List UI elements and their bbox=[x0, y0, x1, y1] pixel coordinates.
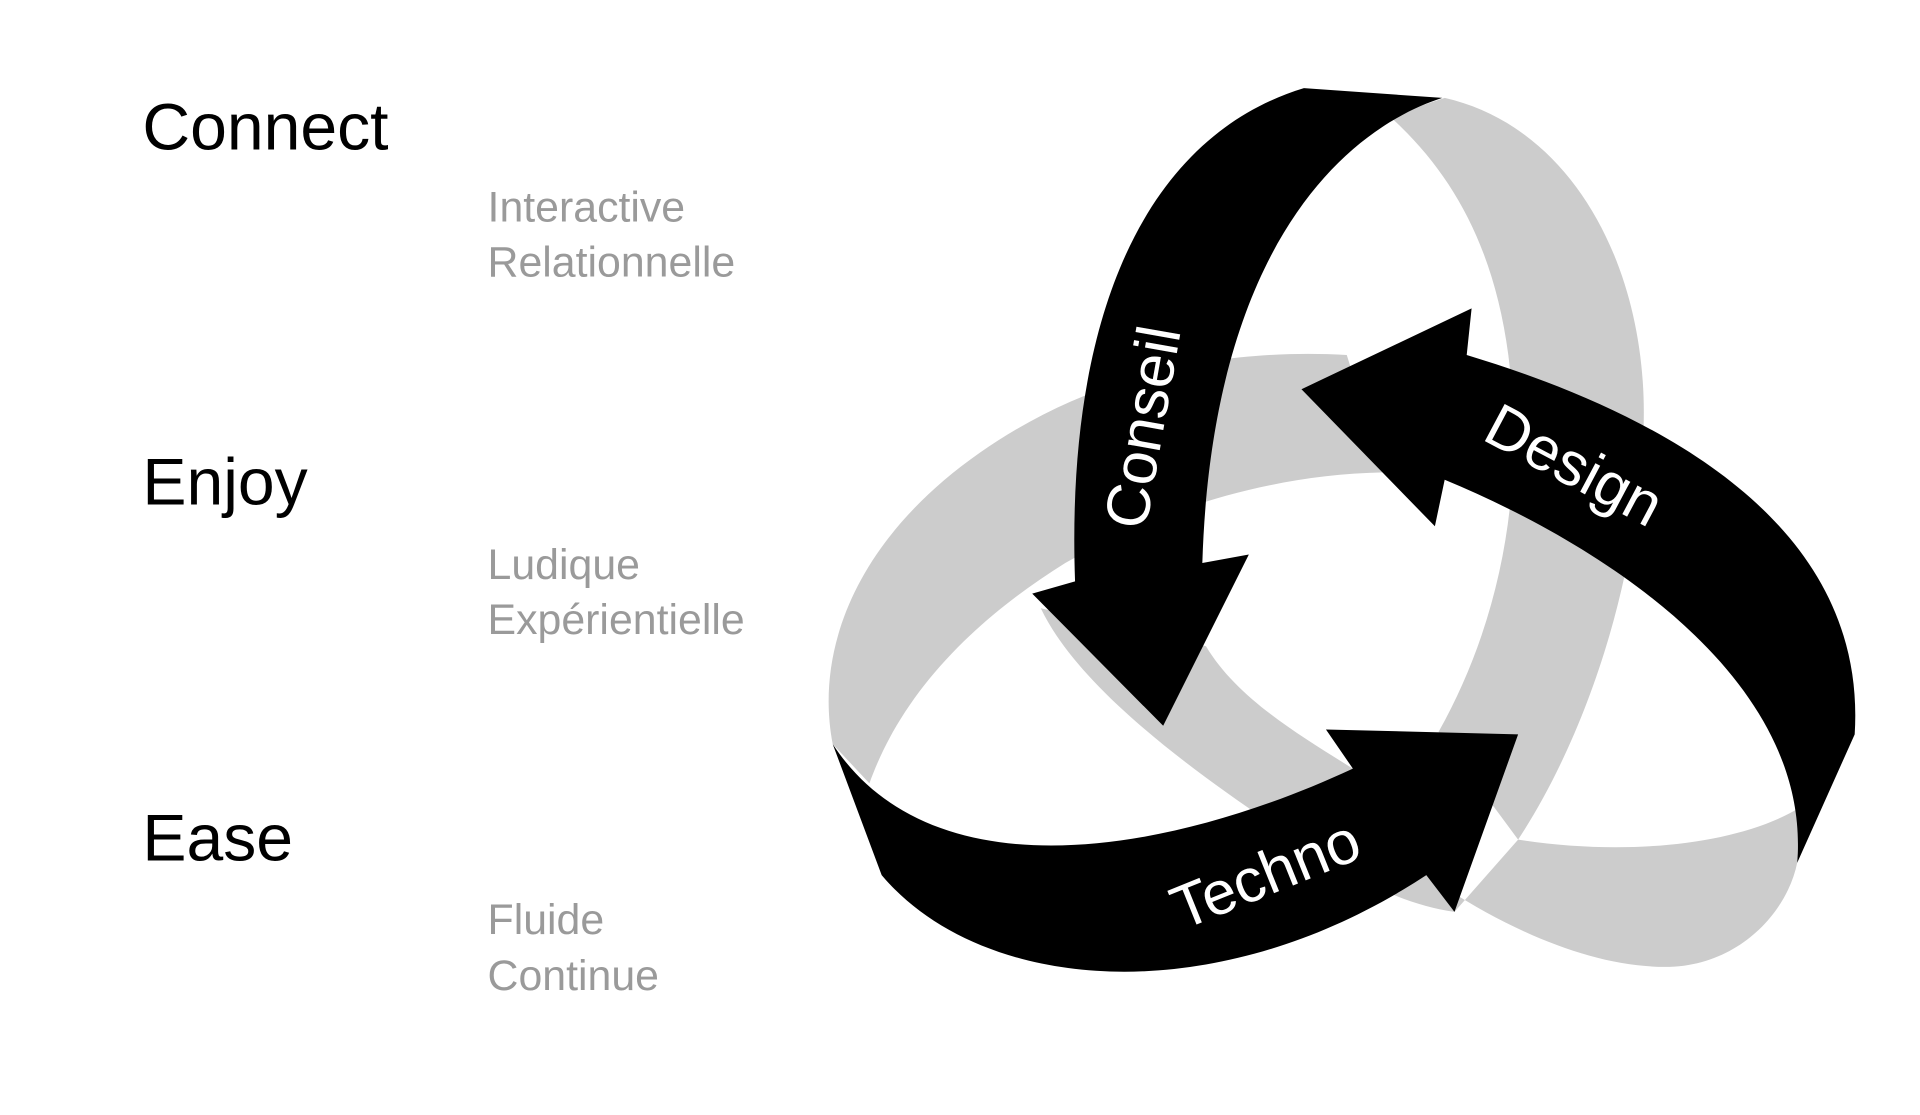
arrow-conseil bbox=[1032, 88, 1443, 726]
ring-segment-bottom bbox=[1040, 608, 1800, 967]
pillar-sub: Relationnelle bbox=[488, 239, 736, 287]
pillar-sub: Continue bbox=[488, 952, 659, 1000]
pillar-title: Connect bbox=[142, 90, 388, 164]
pillar-title: Enjoy bbox=[142, 445, 307, 519]
pillar-sub: Interactive bbox=[488, 184, 686, 232]
pillar-ease: Ease Fluide Continue bbox=[142, 801, 659, 1000]
pillar-sub: Fluide bbox=[488, 896, 605, 944]
arrow-techno bbox=[832, 729, 1519, 972]
pillar-title: Ease bbox=[142, 801, 293, 875]
pillar-sub: Expérientielle bbox=[488, 596, 745, 644]
pillar-connect: Connect Interactive Relationnelle bbox=[142, 90, 735, 286]
arrow-design bbox=[1301, 308, 1856, 863]
ring-segment-left bbox=[828, 353, 1384, 784]
pillar-enjoy: Enjoy Ludique Expérientielle bbox=[142, 445, 744, 644]
pillar-sub: Ludique bbox=[488, 541, 640, 589]
